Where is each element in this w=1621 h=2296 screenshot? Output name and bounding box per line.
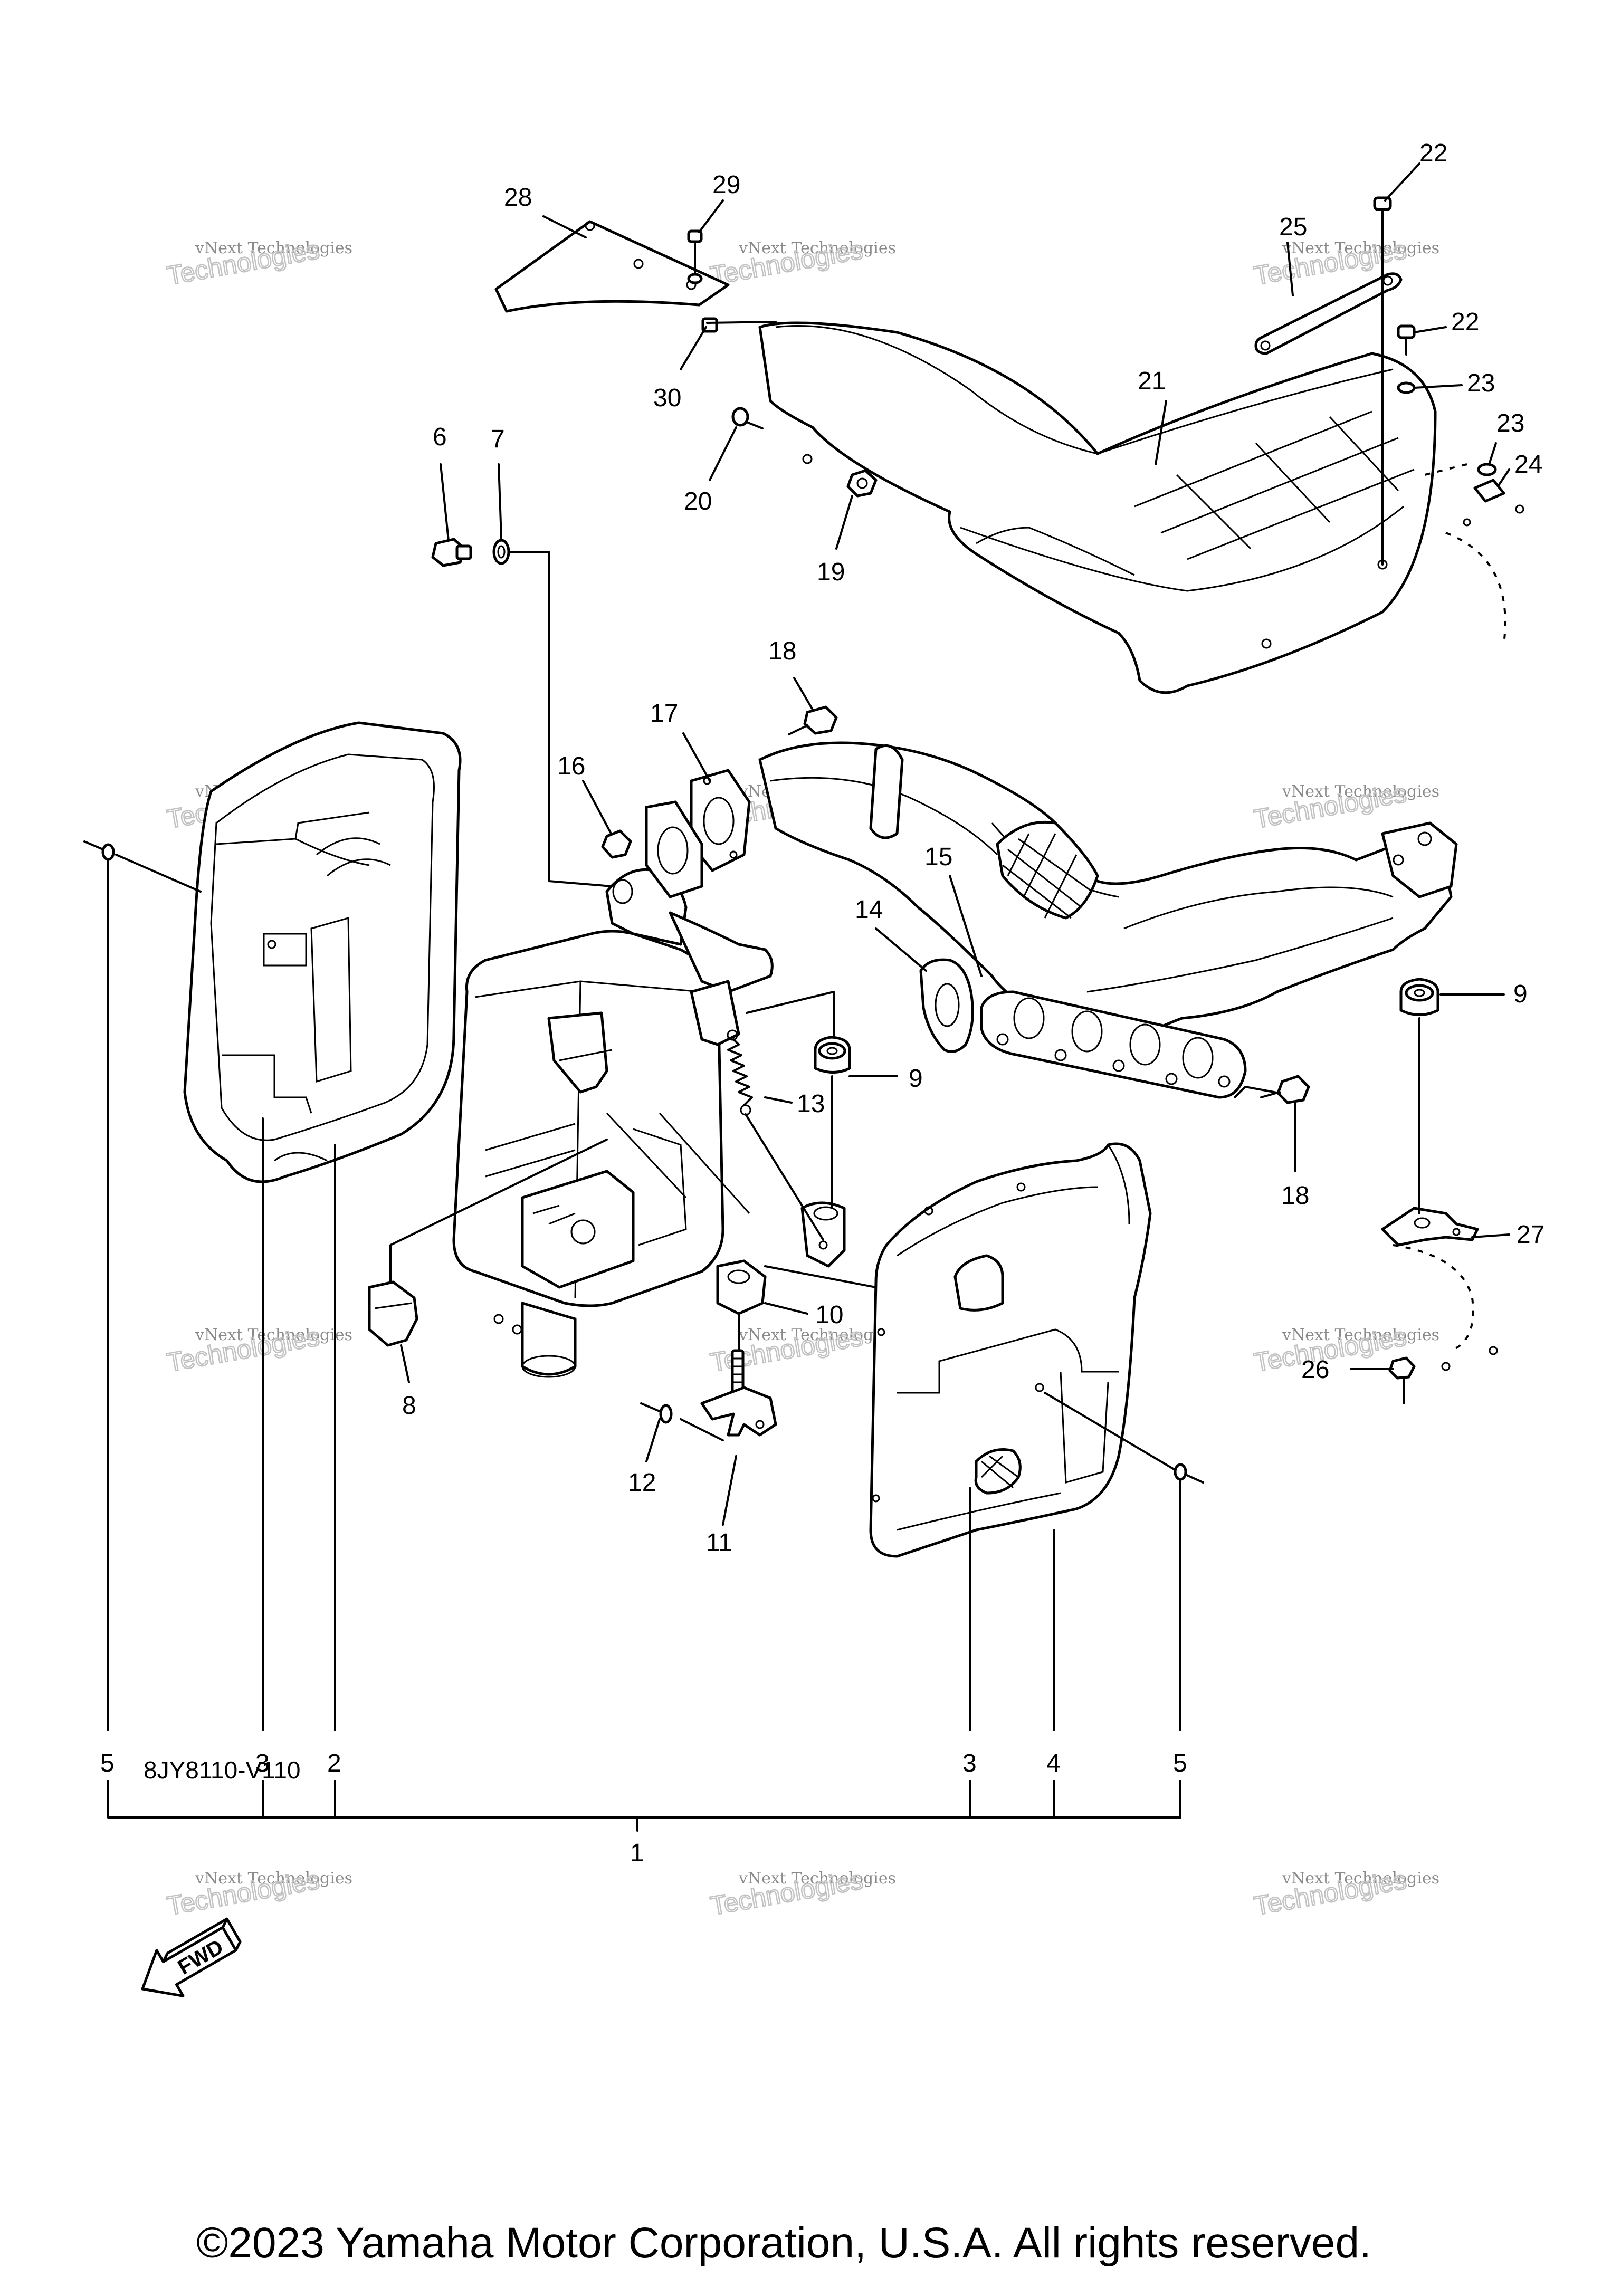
callout-3-right: 3 [962, 1749, 977, 1777]
callout-7: 7 [491, 425, 505, 453]
exhaust-manifold-pipe [758, 741, 1458, 1062]
part-5-pin-left [83, 840, 115, 861]
watermark: vNext Technologies Technologies [1251, 778, 1439, 835]
part-24-nut [1463, 479, 1524, 527]
callout-labels: 1 2 3 3 4 5 5 6 7 8 9 9 10 11 12 13 14 1… [100, 139, 1544, 1867]
part-21-protector-cover [758, 321, 1437, 694]
callout-18-upper: 18 [768, 637, 796, 665]
callout-20: 20 [684, 487, 712, 515]
part-4-right-cover [869, 1142, 1152, 1558]
callout-2: 2 [327, 1749, 341, 1777]
leader-dashed [1393, 1244, 1474, 1352]
callout-14: 14 [855, 896, 883, 924]
part-28-shield-plate [494, 220, 730, 313]
callout-5-right: 5 [1173, 1749, 1187, 1777]
callout-22-upper: 22 [1419, 139, 1447, 167]
callout-5-left: 5 [100, 1749, 115, 1777]
callout-15: 15 [924, 843, 952, 871]
watermark-text: vNext Technologies [738, 239, 896, 257]
watermark: vNext Technologies Technologies [1251, 234, 1439, 291]
center-bracket [800, 1201, 846, 1268]
watermark-text: vNext Technologies [195, 1326, 352, 1344]
callout-9-center: 9 [909, 1065, 923, 1093]
watermark-text: vNext Technologies [1282, 1869, 1439, 1888]
callout-10: 10 [815, 1301, 843, 1329]
watermark-text: vNext Technologies [1282, 1326, 1439, 1344]
part-2-left-cover [183, 721, 462, 1183]
callout-22-lower: 22 [1451, 308, 1479, 336]
callout-13: 13 [797, 1090, 825, 1118]
part-26-bolt [1388, 1346, 1498, 1404]
callout-12: 12 [628, 1469, 656, 1497]
part-9-grommet-right [1399, 978, 1439, 1016]
part-13-spring [727, 1029, 753, 1116]
muffler-inlet-pipe [605, 868, 774, 1214]
watermark-text: vNext Technologies [195, 1869, 352, 1888]
diagram-code: 8JY8110-V110 [144, 1756, 301, 1784]
callout-8: 8 [402, 1392, 416, 1420]
part-8-mount [368, 1255, 418, 1347]
callout-24: 24 [1514, 451, 1542, 479]
part-27-stay [1381, 1207, 1479, 1247]
part-18-bolt-lower [1260, 1075, 1310, 1104]
part-5-pin-right [1174, 1463, 1204, 1484]
callout-25: 25 [1279, 213, 1307, 241]
part-17-flange-inner [645, 800, 703, 898]
callout-27: 27 [1517, 1221, 1544, 1249]
watermark-text: vNext Technologies [195, 239, 352, 257]
muffler-body [452, 930, 724, 1378]
callout-16: 16 [557, 752, 585, 780]
part-12-pin [640, 1402, 673, 1424]
watermark-text: vNext Technologies [738, 1326, 896, 1344]
watermark-text: vNext Technologies [1282, 239, 1439, 257]
callout-30: 30 [653, 384, 681, 412]
part-22-bolt-lower [1397, 324, 1416, 356]
callout-4: 4 [1046, 1749, 1061, 1777]
watermark: vNext Technologies Technologies [164, 1321, 352, 1378]
callout-6: 6 [433, 423, 447, 451]
part-23-washer [1397, 381, 1497, 476]
callout-3-left: 3 [255, 1749, 270, 1777]
watermark: vNext Technologies Technologies [708, 234, 896, 291]
part-10-damper [716, 1259, 767, 1315]
part-18-bolt-upper [788, 705, 838, 735]
callout-11: 11 [706, 1529, 732, 1557]
watermark: vNext Technologies Technologies [708, 1864, 896, 1921]
callout-1: 1 [630, 1839, 644, 1867]
callout-23-upper: 23 [1467, 369, 1495, 397]
watermark-text: vNext Technologies [1282, 782, 1439, 801]
callout-9-right: 9 [1513, 980, 1528, 1008]
copyright-notice: ©2023 Yamaha Motor Corporation, U.S.A. A… [196, 2219, 1371, 2267]
watermark-text: vNext Technologies [738, 1869, 896, 1888]
part-9-grommet-center [814, 1036, 851, 1074]
callout-26: 26 [1301, 1356, 1329, 1384]
callout-18-lower: 18 [1281, 1182, 1309, 1210]
callout-23-lower: 23 [1496, 409, 1524, 437]
part-19-nut [846, 469, 878, 498]
part-16-nut [601, 829, 632, 859]
callout-21: 21 [1138, 367, 1166, 395]
watermark: vNext Technologies Technologies [1251, 1864, 1439, 1921]
part-22-bolt-upper [1373, 196, 1392, 228]
watermark: vNext Technologies Technologies [164, 1864, 352, 1921]
part-20-bolt [731, 407, 764, 429]
part-15-gasket [980, 990, 1247, 1099]
watermark: vNext Technologies Technologies [164, 234, 352, 291]
callout-17: 17 [650, 700, 678, 728]
leader-dashed [1445, 532, 1506, 644]
callout-19: 19 [817, 558, 845, 586]
leader-lines [107, 162, 1510, 1832]
callout-28: 28 [504, 184, 532, 212]
part-14-gasket [919, 958, 974, 1053]
part-7-gasket [492, 539, 510, 565]
part-6-plug [431, 538, 472, 567]
callout-29: 29 [712, 171, 740, 199]
fwd-arrow-icon: FWD [141, 1917, 242, 1997]
